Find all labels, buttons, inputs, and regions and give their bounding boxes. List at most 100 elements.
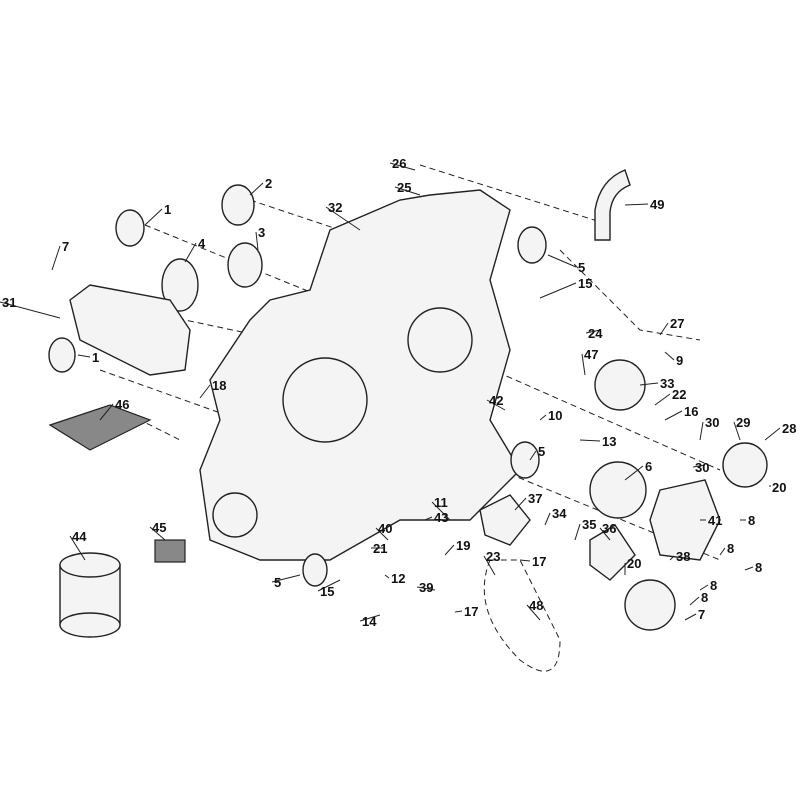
leader-line [624, 203, 649, 206]
leader-line [454, 610, 463, 613]
callout-14: 14 [362, 614, 377, 629]
oil-filter-adapter [154, 539, 186, 563]
crankcase [199, 189, 521, 561]
callout-15: 15 [578, 276, 592, 291]
callout-1: 1 [92, 350, 99, 365]
leader-line [599, 527, 611, 541]
callout-11: 11 [434, 495, 448, 510]
callout-13: 13 [602, 434, 616, 449]
callout-17: 17 [464, 604, 478, 619]
callout-5: 5 [274, 575, 281, 590]
leader-line [699, 421, 704, 441]
crankcase-boss [407, 307, 473, 373]
leader-line [664, 410, 683, 421]
callout-45: 45 [152, 520, 166, 535]
leader-line [692, 464, 706, 468]
leader-line [0, 301, 61, 319]
leader-line [144, 208, 163, 226]
bearings [48, 184, 547, 587]
leader-line [69, 535, 86, 561]
leader-line [431, 501, 451, 521]
leader-line [539, 414, 547, 421]
leader-line [271, 574, 301, 583]
leader-line [375, 527, 389, 541]
leader-line [669, 555, 675, 561]
leader-line [744, 566, 754, 571]
leader-line [544, 512, 551, 526]
leader-line [77, 354, 91, 358]
leader-line [764, 427, 781, 441]
callout-32: 32 [328, 200, 342, 215]
callout-35: 35 [582, 517, 596, 532]
crankcase-bore [282, 357, 368, 443]
callout-34: 34 [552, 506, 567, 521]
callout-5: 5 [538, 444, 545, 459]
callout-44: 44 [72, 529, 87, 544]
callout-2: 2 [265, 176, 272, 191]
gear-33 [594, 359, 646, 411]
leader-line [719, 547, 726, 556]
callout-28: 28 [782, 421, 796, 436]
callout-8: 8 [727, 541, 734, 556]
callout-42: 42 [489, 393, 503, 408]
leader-lines [0, 162, 781, 622]
leader-line [444, 544, 455, 556]
leader-line [317, 579, 341, 592]
leader-line [184, 242, 197, 263]
callout-7: 7 [698, 607, 705, 622]
callout-41: 41 [708, 513, 722, 528]
callout-8: 8 [755, 560, 762, 575]
leader-line [325, 206, 361, 231]
leader-line [416, 586, 436, 591]
leader-line [579, 439, 601, 442]
leader-line [639, 382, 659, 386]
leader-line [574, 523, 581, 541]
callout-22: 22 [672, 387, 686, 402]
pump-36 [589, 524, 636, 581]
leader-line [99, 403, 114, 421]
callout-8: 8 [701, 590, 708, 605]
leader-line [659, 322, 669, 336]
callout-38: 38 [676, 549, 690, 564]
callout-12: 12 [391, 571, 405, 586]
gear-38 [624, 579, 676, 631]
leader-line [585, 329, 601, 334]
leader-line [689, 596, 700, 606]
oil-filter [59, 552, 121, 638]
callout-27: 27 [670, 316, 684, 331]
callout-31: 31 [2, 295, 16, 310]
callout-8: 8 [748, 513, 755, 528]
callout-25: 25 [397, 180, 411, 195]
leader-line [526, 604, 541, 621]
leader-line [529, 450, 537, 461]
callout-21: 21 [373, 541, 387, 556]
callout-24: 24 [588, 326, 603, 341]
callout-47: 47 [584, 347, 598, 362]
leader-line [483, 555, 496, 576]
starter-motor [69, 284, 191, 376]
callout-8: 8 [710, 578, 717, 593]
leader-line [547, 254, 577, 268]
o-ring-6 [589, 461, 647, 519]
callout-7: 7 [62, 239, 69, 254]
callout-20: 20 [627, 556, 641, 571]
gear-29 [722, 442, 768, 488]
leader-line [654, 393, 671, 406]
callout-10: 10 [548, 408, 562, 423]
callout-5: 5 [578, 260, 585, 275]
callout-4: 4 [198, 236, 206, 251]
leader-line [424, 516, 433, 521]
pump-cover-41 [649, 479, 721, 561]
callout-30: 30 [695, 460, 709, 475]
leader-line [249, 182, 264, 196]
leader-line [51, 245, 61, 271]
leader-line [624, 465, 644, 481]
leader-line [699, 584, 709, 591]
callout-6: 6 [645, 459, 652, 474]
breather-hose-49 [594, 169, 631, 241]
drive-chain-48 [483, 559, 561, 672]
leader-line [384, 574, 390, 579]
callout-15: 15 [320, 584, 334, 599]
